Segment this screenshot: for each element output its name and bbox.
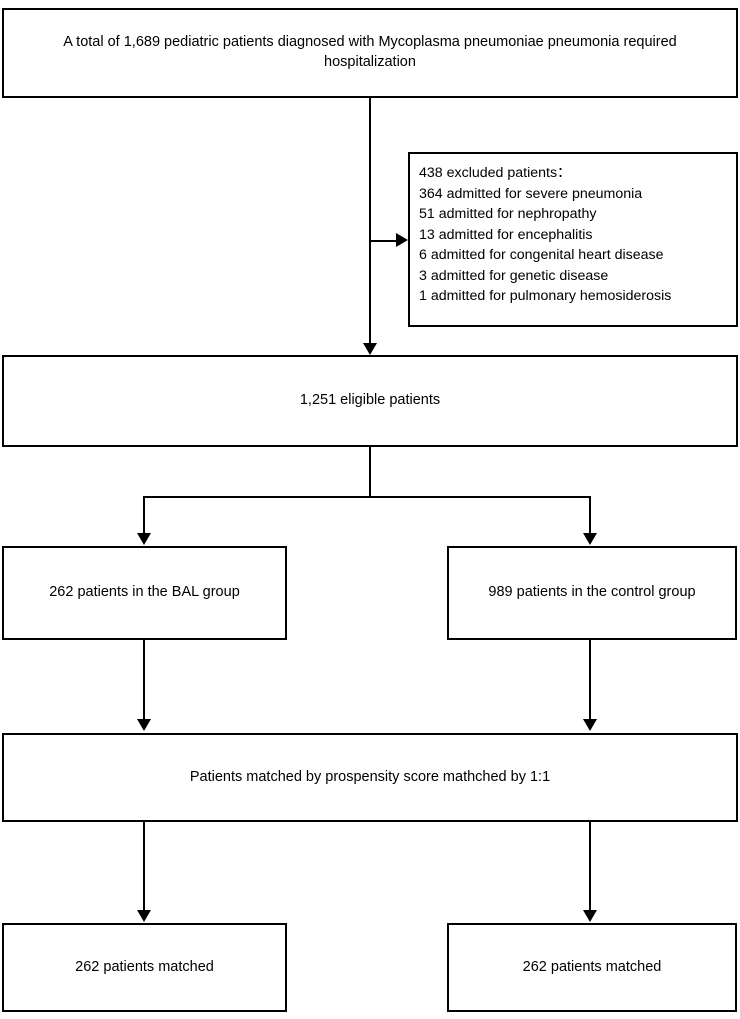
connector-matching-to-matched-left xyxy=(143,822,145,911)
connector-total-to-eligible xyxy=(369,97,371,344)
connector-eligible-to-control xyxy=(589,496,591,534)
arrowhead-matching-to-matched-right xyxy=(583,910,597,922)
arrowhead-bal-to-matching xyxy=(137,719,151,731)
excluded-reason-0: 364 admitted for severe pneumonia xyxy=(419,185,643,202)
node-control-group: 989 patients in the control group xyxy=(447,546,737,640)
excluded-reason-2: 13 admitted for encephalitis xyxy=(419,226,593,243)
arrowhead-matching-to-matched-left xyxy=(137,910,151,922)
node-eligible-label: 1,251 eligible patients xyxy=(299,392,441,409)
arrowhead-eligible-to-bal xyxy=(137,533,151,545)
excluded-reason-3: 6 admitted for congenital heart disease xyxy=(419,247,664,264)
excluded-reason-5: 1 admitted for pulmonary hemosiderosis xyxy=(419,288,672,305)
node-excluded-patients: 438 excluded patients： 364 admitted for … xyxy=(408,152,738,327)
node-total-cohort: A total of 1,689 pediatric patients diag… xyxy=(2,8,738,98)
connector-matching-to-matched-right xyxy=(589,822,591,911)
connector-eligible-to-bal xyxy=(143,496,145,534)
node-propensity-matching-label: Patients matched by prospensity score ma… xyxy=(189,768,551,785)
node-control-group-label: 989 patients in the control group xyxy=(488,584,696,601)
node-propensity-matching: Patients matched by prospensity score ma… xyxy=(2,733,738,822)
node-total-cohort-label: A total of 1,689 pediatric patients diag… xyxy=(63,34,677,70)
connector-bal-to-matching xyxy=(143,640,145,720)
node-matched-bal-label: 262 patients matched xyxy=(75,958,214,975)
node-matched-control-label: 262 patients matched xyxy=(522,958,662,975)
arrowhead-total-to-eligible xyxy=(363,343,377,355)
arrowhead-eligible-to-control xyxy=(583,533,597,545)
node-bal-group-label: 262 patients in the BAL group xyxy=(49,584,240,601)
arrowhead-control-to-matching xyxy=(583,719,597,731)
excluded-reason-4: 3 admitted for genetic disease xyxy=(419,267,609,284)
arrowhead-trunk-to-excluded xyxy=(396,233,408,247)
node-matched-control: 262 patients matched xyxy=(447,923,737,1012)
connector-trunk-to-excluded xyxy=(370,240,398,242)
node-bal-group: 262 patients in the BAL group xyxy=(2,546,287,640)
connector-eligible-stem xyxy=(369,447,371,497)
connector-eligible-split-bar xyxy=(143,496,591,498)
node-matched-bal: 262 patients matched xyxy=(2,923,287,1012)
excluded-reason-1: 51 admitted for nephropathy xyxy=(419,206,597,223)
connector-control-to-matching xyxy=(589,640,591,720)
excluded-heading: 438 excluded patients： xyxy=(419,165,572,181)
node-eligible-patients: 1,251 eligible patients xyxy=(2,355,738,447)
